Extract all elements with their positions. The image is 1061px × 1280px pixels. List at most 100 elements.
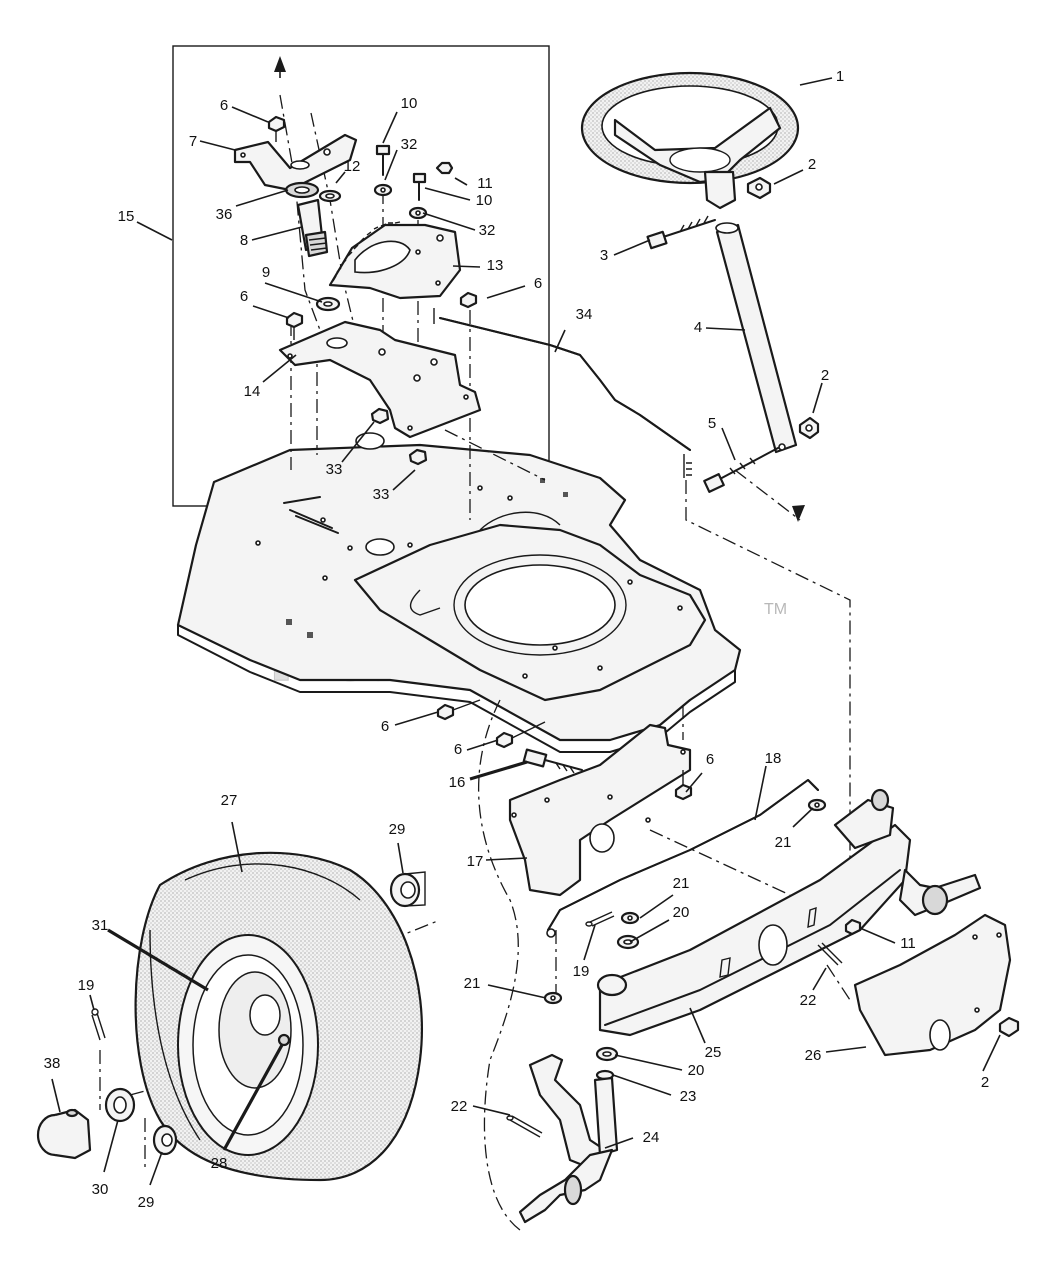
hex-nut-2a xyxy=(746,176,772,200)
washer-12 xyxy=(318,189,342,203)
bushing-20a xyxy=(616,934,640,950)
hex-screw-6e xyxy=(495,721,546,749)
washer-9 xyxy=(315,296,341,312)
callout-leaders xyxy=(51,77,1001,1186)
callout-21: 21 xyxy=(673,875,690,892)
callout-20: 20 xyxy=(688,1062,705,1079)
callout-11: 11 xyxy=(900,935,916,952)
carriage-bolt-10a xyxy=(375,144,391,176)
callout-12: 12 xyxy=(344,158,361,175)
callout-27: 27 xyxy=(221,792,238,809)
svg-text:TM: TM xyxy=(764,601,787,618)
tie-rod xyxy=(546,779,819,938)
direction-arrows xyxy=(274,56,805,522)
lock-nut-11a xyxy=(435,161,454,175)
callout-9: 9 xyxy=(262,264,270,281)
callout-2: 2 xyxy=(808,156,816,173)
callout-16: 16 xyxy=(449,774,466,791)
washer-21b xyxy=(620,911,640,925)
callout-5: 5 xyxy=(708,415,716,432)
callout-23: 23 xyxy=(680,1088,697,1105)
callout-6: 6 xyxy=(534,275,542,292)
washer-32a xyxy=(373,183,393,197)
callout-10: 10 xyxy=(476,192,493,209)
callout-6: 6 xyxy=(240,288,248,305)
washer-21a xyxy=(807,798,827,812)
callout-25: 25 xyxy=(705,1044,722,1061)
axle-mount-bracket xyxy=(508,723,692,897)
callout-6: 6 xyxy=(220,97,228,114)
hex-bolt-16 xyxy=(522,748,583,774)
callout-labels: 1 2 3 4 2 5 6 7 10 32 12 11 10 32 15 36 … xyxy=(44,68,990,1211)
callout-38: 38 xyxy=(44,1055,61,1072)
upper-bracket xyxy=(233,133,358,192)
cotter-pin-22a xyxy=(817,942,843,966)
right-spindle xyxy=(898,868,982,917)
hex-bolt-3 xyxy=(646,215,716,250)
callout-36: 36 xyxy=(216,206,233,223)
hex-screw-6a xyxy=(267,115,286,142)
steering-wheel xyxy=(580,71,800,210)
axle-support-bracket xyxy=(853,913,1012,1057)
callout-34: 34 xyxy=(576,306,593,323)
frame-hole xyxy=(355,432,385,450)
callout-33: 33 xyxy=(373,486,390,503)
callout-32: 32 xyxy=(479,222,496,239)
left-spindle xyxy=(518,1053,619,1224)
callout-4: 4 xyxy=(694,319,702,336)
flange-bushing-29b xyxy=(152,1124,178,1156)
lock-nut-33a xyxy=(370,407,390,425)
hex-screw-6b xyxy=(285,311,304,340)
chassis-frame xyxy=(176,443,742,753)
drag-link xyxy=(433,308,692,478)
callout-24: 24 xyxy=(643,1129,660,1146)
callout-6: 6 xyxy=(381,718,389,735)
carriage-bolt-10b xyxy=(412,172,427,201)
hex-nut-2b xyxy=(798,416,820,440)
callout-18: 18 xyxy=(765,750,782,767)
hex-screw-6d xyxy=(436,699,481,721)
sector-gear xyxy=(328,221,462,300)
callout-3: 3 xyxy=(600,247,608,264)
cotter-pin-19b xyxy=(585,911,615,927)
lower-bracket xyxy=(278,320,482,439)
bushing-20b xyxy=(595,1046,619,1062)
washer-21c xyxy=(543,991,563,1005)
callout-31: 31 xyxy=(92,917,109,934)
callout-8: 8 xyxy=(240,232,248,249)
callout-20: 20 xyxy=(673,904,690,921)
front-tire xyxy=(134,851,424,1182)
callout-2: 2 xyxy=(821,367,829,384)
callout-14: 14 xyxy=(244,383,261,400)
callout-21: 21 xyxy=(775,834,792,851)
callout-11: 11 xyxy=(477,175,493,192)
flange-bushing-29a xyxy=(389,871,426,908)
callout-29: 29 xyxy=(389,821,406,838)
callout-10: 10 xyxy=(401,95,418,112)
flange-bearing-36 xyxy=(284,181,320,199)
callout-13: 13 xyxy=(487,257,504,274)
hub-cap-38 xyxy=(36,1108,92,1160)
callout-7: 7 xyxy=(189,133,197,150)
cotter-pin-22b xyxy=(506,1115,543,1138)
callout-19: 19 xyxy=(78,977,95,994)
callout-6: 6 xyxy=(454,741,462,758)
callout-1: 1 xyxy=(836,68,844,85)
callout-32: 32 xyxy=(401,136,418,153)
hex-bolt-5 xyxy=(703,447,779,493)
callout-22: 22 xyxy=(451,1098,468,1115)
cotter-pin-19a xyxy=(91,1008,106,1041)
steering-shaft xyxy=(715,222,798,454)
callout-19: 19 xyxy=(573,963,590,980)
callout-2: 2 xyxy=(981,1074,989,1091)
front-axle xyxy=(596,788,912,1037)
callout-6: 6 xyxy=(706,751,714,768)
hex-screw-6f xyxy=(674,770,693,801)
washer-32b xyxy=(408,206,428,220)
lock-nut-33b xyxy=(408,448,428,466)
callout-30: 30 xyxy=(92,1181,109,1198)
lock-nut-11b xyxy=(844,918,862,936)
callout-28: 28 xyxy=(211,1155,228,1172)
callout-22: 22 xyxy=(800,992,817,1009)
